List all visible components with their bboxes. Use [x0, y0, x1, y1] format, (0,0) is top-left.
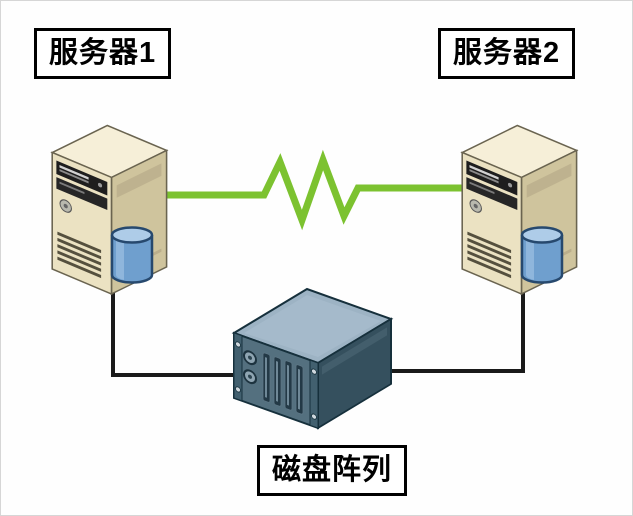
- server1-disk-cylinder-icon: [110, 226, 154, 284]
- heartbeat-zigzag-link: [145, 149, 487, 231]
- rack-ear: [233, 332, 243, 402]
- disk-array-label: 磁盘阵列: [257, 445, 408, 496]
- server1-label: 服务器1: [34, 28, 172, 79]
- connector-server1-disk-array: [111, 277, 263, 377]
- connector-server2-disk-array: [379, 277, 525, 373]
- disk-array-icon: [231, 287, 394, 430]
- server2-label: 服务器2: [438, 28, 576, 79]
- server2-disk-cylinder-icon: [520, 226, 564, 284]
- rack-ear: [309, 359, 319, 429]
